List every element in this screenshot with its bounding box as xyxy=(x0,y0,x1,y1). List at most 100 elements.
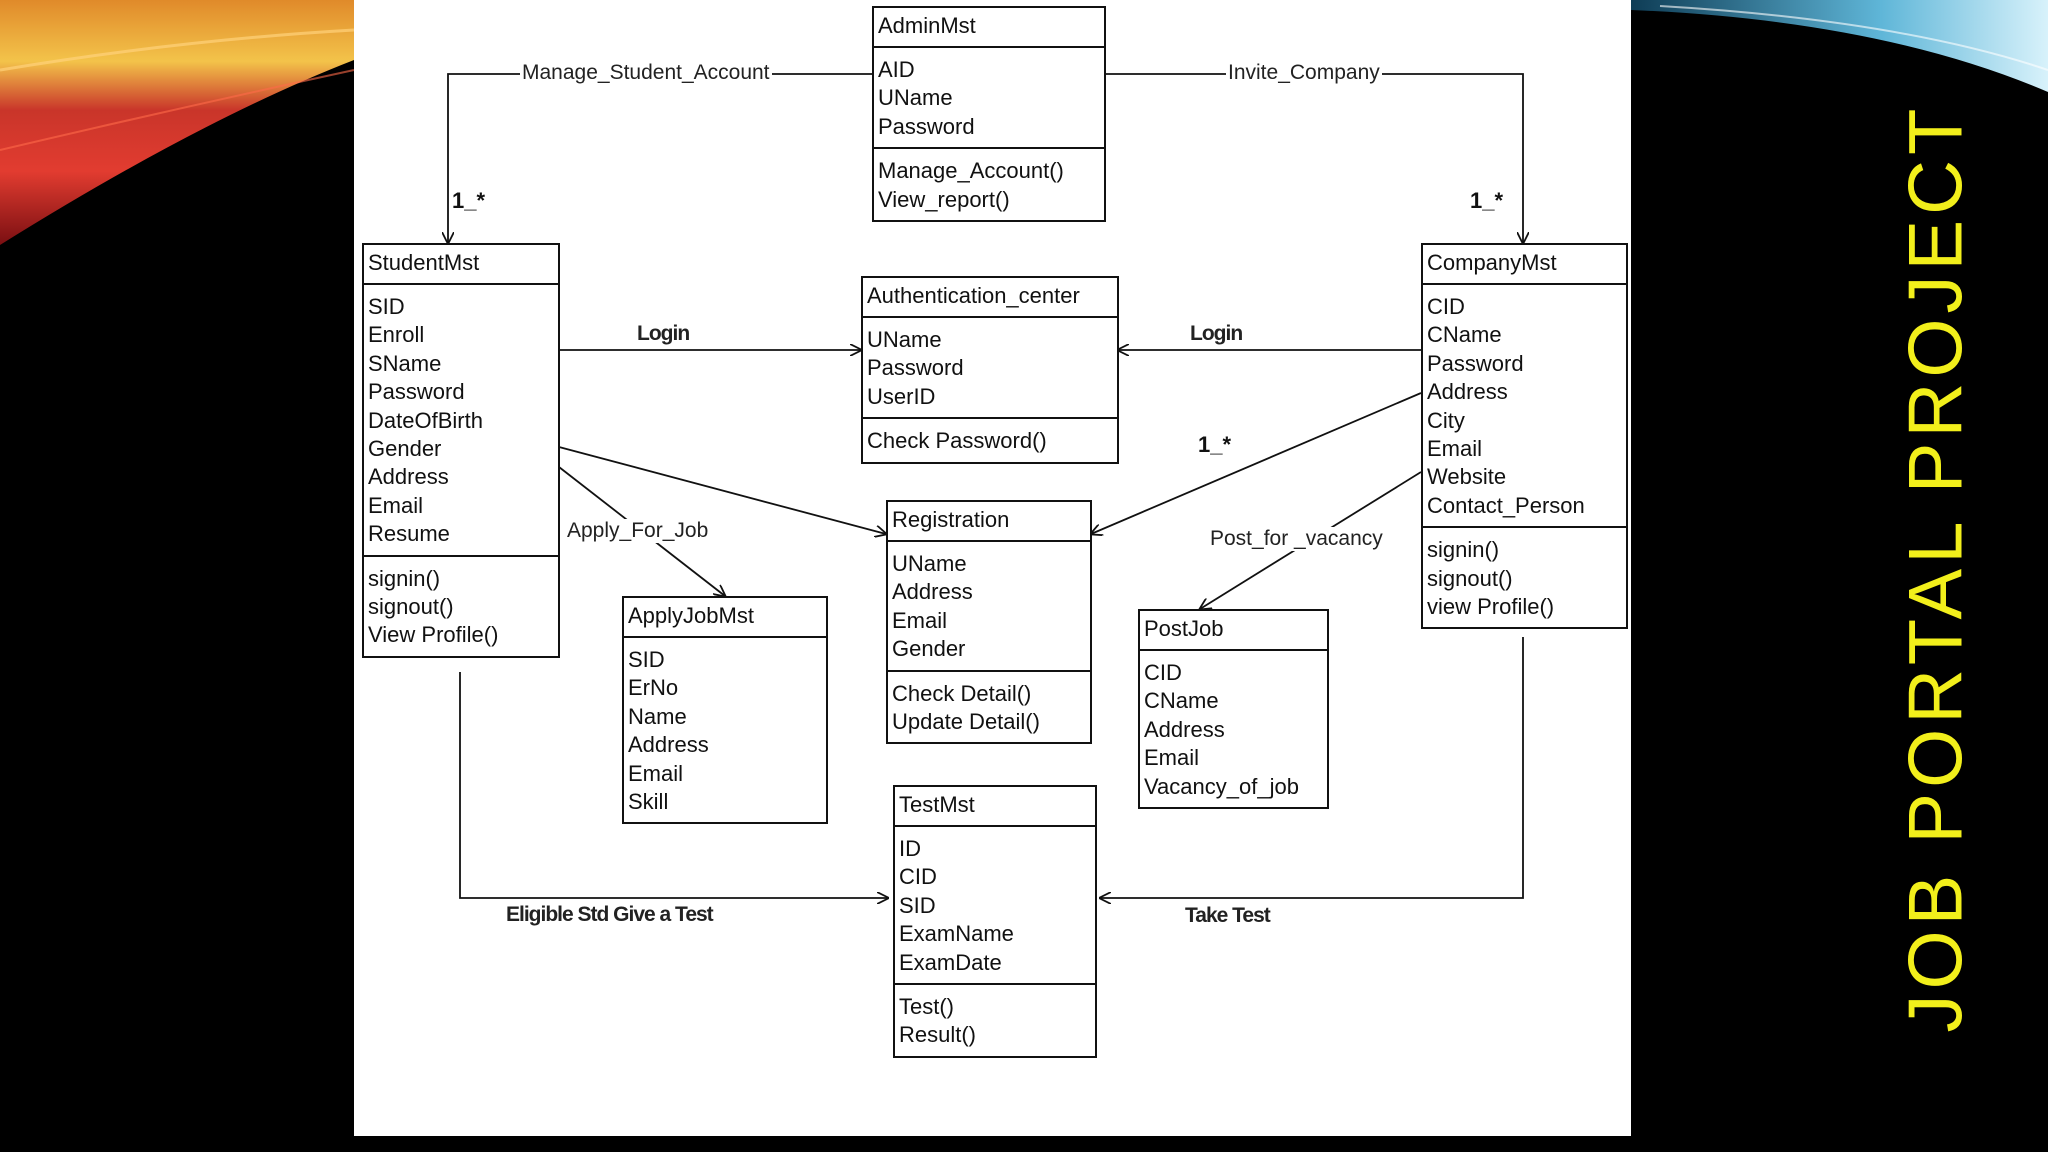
class-attribute: Email xyxy=(892,607,948,633)
class-attribute: Password xyxy=(878,113,975,139)
class-attribute: Address xyxy=(628,732,709,758)
class-method: Test() xyxy=(899,994,954,1020)
student-login-label: Login xyxy=(637,322,690,345)
invite-company-label: Invite_Company xyxy=(1226,61,1382,85)
class-name: StudentMst xyxy=(364,245,558,285)
class-methods-section: Check Detail() Update Detail() xyxy=(888,669,1090,743)
class-attribute: Contact_Person xyxy=(1427,492,1585,518)
class-attribute: SID xyxy=(368,294,405,319)
class-attribute: CID xyxy=(1427,294,1465,319)
company-multiplicity: 1_* xyxy=(1470,188,1504,213)
class-attribute: Gender xyxy=(368,436,442,462)
class-method: Manage_Account() xyxy=(878,158,1064,184)
registration-multiplicity: 1_* xyxy=(1198,432,1232,457)
company-registration-connector xyxy=(1091,392,1422,534)
take-test-connector xyxy=(1100,637,1524,898)
class-name: Authentication_center xyxy=(863,278,1117,318)
class-methods-section: signin()signout() view Profile() xyxy=(1423,526,1626,627)
post-vacancy-label: Post_for _vacancy xyxy=(1208,527,1385,551)
class-name: ApplyJobMst xyxy=(624,598,826,638)
class-method: signout() xyxy=(1427,565,1513,591)
class-method: Check Password() xyxy=(867,428,1047,454)
invite-company-connector xyxy=(1104,73,1523,243)
class-method: signin() xyxy=(1427,537,1500,563)
class-attribute: Email xyxy=(1427,436,1483,462)
class-attribute: UName xyxy=(892,551,967,576)
class-method: signout() xyxy=(368,594,454,620)
class-attribute: CName xyxy=(1144,688,1219,714)
company-login-label: Login xyxy=(1190,322,1243,345)
class-attribute: ExamName xyxy=(899,921,1014,947)
class-attribute: ID xyxy=(899,836,921,861)
manage-student-label: Manage_Student_Account xyxy=(520,61,772,85)
eligible-test-connector xyxy=(459,672,888,898)
class-method: Check Detail() xyxy=(892,680,1032,706)
class-attribute: Email xyxy=(368,492,424,518)
class-method: view Profile() xyxy=(1427,594,1555,620)
class-attribute: Password xyxy=(1427,350,1524,376)
class-attribute: Address xyxy=(1144,716,1225,742)
class-name: TestMst xyxy=(895,787,1095,827)
class-method: View_report() xyxy=(878,186,1010,212)
class-attribute: UserID xyxy=(867,383,936,409)
class-attribute: DateOfBirth xyxy=(368,407,483,433)
class-attribute: Email xyxy=(628,760,684,786)
class-name: AdminMst xyxy=(874,8,1104,48)
class-attribute: Enroll xyxy=(368,322,425,348)
class-attribute: SName xyxy=(368,350,442,376)
student-multiplicity: 1_* xyxy=(452,188,486,213)
left-ribbon-decoration xyxy=(0,0,354,245)
class-attribute: Resume xyxy=(368,521,450,547)
class-name: PostJob xyxy=(1140,611,1327,651)
eligible-test-label: Eligible Std Give a Test xyxy=(506,903,714,926)
class-name: CompanyMst xyxy=(1423,245,1626,285)
class-methods-section: Test()Result() xyxy=(895,983,1095,1056)
left-ribbon-highlight xyxy=(0,28,355,72)
class-attribute: CID xyxy=(1144,660,1182,685)
class-method: Update Detail() xyxy=(892,709,1040,735)
class-attribute: Password xyxy=(368,379,465,405)
class-attribute: Address xyxy=(368,464,449,490)
class-method: Result() xyxy=(899,1022,977,1048)
class-attribute: Website xyxy=(1427,464,1507,490)
class-attribute: SID xyxy=(899,892,936,918)
class-attribute: Address xyxy=(1427,379,1508,405)
class-methods-section: Manage_Account()View_report() xyxy=(874,147,1104,220)
class-attribute: Vacancy_of_job xyxy=(1144,773,1299,799)
class-attribute: SID xyxy=(628,647,665,672)
class-attribute: City xyxy=(1427,407,1465,433)
class-attribute: Email xyxy=(1144,745,1200,771)
class-methods-section: Check Password() xyxy=(863,417,1117,461)
class-attribute: Name xyxy=(628,703,687,729)
class-attribute: UName xyxy=(867,327,942,352)
class-method: View Profile() xyxy=(368,622,499,648)
class-attribute: CName xyxy=(1427,322,1502,348)
class-attribute: UName xyxy=(878,85,953,111)
right-ribbon-decoration xyxy=(1631,0,2048,92)
class-attribute: CID xyxy=(899,864,937,890)
apply-for-job-label: Apply_For_Job xyxy=(565,519,711,543)
class-attribute: ExamDate xyxy=(899,949,1002,975)
class-method: signin() xyxy=(368,565,441,591)
student-registration-connector xyxy=(558,446,886,534)
manage-student-connector xyxy=(448,73,872,243)
class-methods-section: signin() signout()View Profile() xyxy=(364,554,558,656)
class-attribute: AID xyxy=(878,57,915,82)
left-ribbon-shadow xyxy=(0,69,355,151)
class-attribute: Skill xyxy=(628,789,669,815)
right-ribbon-streak xyxy=(1659,5,2048,71)
